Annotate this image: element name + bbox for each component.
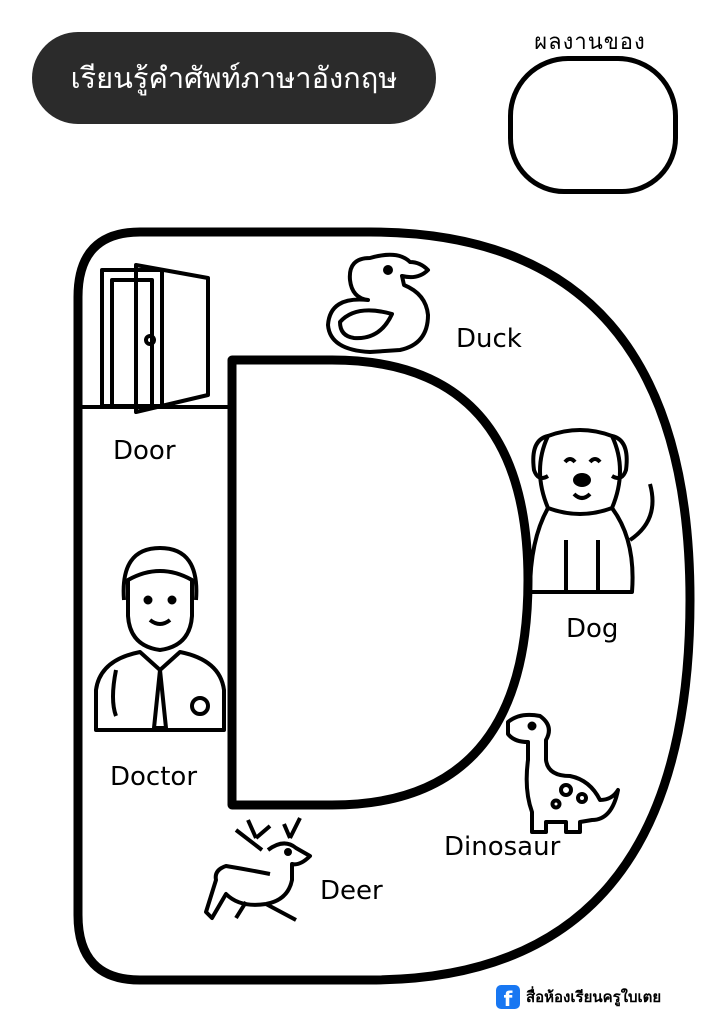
page-title: เรียนรู้คำศัพท์ภาษาอังกฤษ xyxy=(32,32,436,124)
door-icon xyxy=(82,263,228,414)
facebook-icon: f xyxy=(496,985,520,1009)
letter-d-inner xyxy=(227,355,533,810)
duck-icon xyxy=(326,252,430,354)
word-dinosaur: Dinosaur xyxy=(444,832,561,862)
deer-icon xyxy=(204,817,312,922)
work-box-label: ผลงานของ xyxy=(534,30,646,55)
word-door: Door xyxy=(113,436,176,466)
word-doctor: Doctor xyxy=(110,762,198,792)
word-duck: Duck xyxy=(456,324,522,354)
footer-credit[interactable]: f สื่อห้องเรียนครูใบเตย xyxy=(496,982,661,1012)
word-dog: Dog xyxy=(566,614,619,644)
dog-icon xyxy=(528,428,655,594)
footer-text: สื่อห้องเรียนครูใบเตย xyxy=(526,988,662,1006)
doctor-icon xyxy=(94,546,226,732)
dinosaur-icon xyxy=(506,712,620,834)
student-name-box[interactable] xyxy=(508,56,678,194)
word-deer: Deer xyxy=(320,876,383,906)
